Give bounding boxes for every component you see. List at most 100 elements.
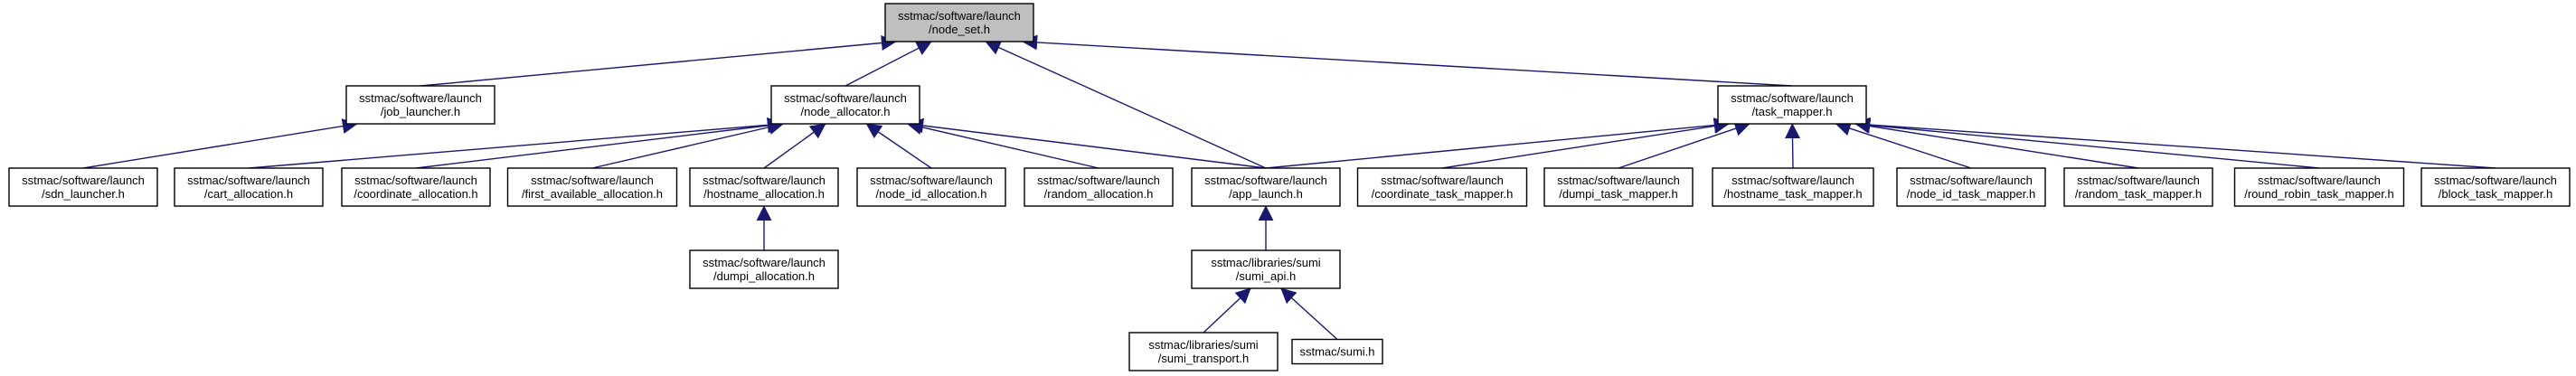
- node-first-available-allocation[interactable]: sstmac/software/launch/first_available_a…: [506, 167, 678, 207]
- node-node-id-task-mapper[interactable]: sstmac/software/launch/node_id_task_mapp…: [1896, 167, 2046, 207]
- edge-hostname_allocation-to-node_allocator: [763, 123, 826, 169]
- node-label-line: /dumpi_allocation.h: [713, 269, 815, 283]
- node-sdn-launcher[interactable]: sstmac/software/launch/sdn_launcher.h: [8, 167, 158, 207]
- node-sumi[interactable]: sstmac/sumi.h: [1291, 338, 1383, 365]
- node-label-line: /coordinate_task_mapper.h: [1372, 187, 1514, 201]
- edge-sumi-to-sumi_api: [1280, 287, 1338, 341]
- edge-node_id_allocation-to-node_allocator: [865, 123, 932, 169]
- node-label-line: sstmac/software/launch: [703, 256, 826, 269]
- node-label-line: /cart_allocation.h: [204, 187, 293, 201]
- edge-node_allocator-to-node_set: [845, 41, 932, 87]
- node-box: [1896, 167, 2046, 207]
- node-label-line: sstmac/software/launch: [187, 174, 310, 187]
- node-label-line: sstmac/software/launch: [898, 9, 1021, 23]
- node-hostname-allocation[interactable]: sstmac/software/launch/hostname_allocati…: [689, 167, 839, 207]
- node-label-line: /block_task_mapper.h: [2439, 187, 2552, 201]
- node-label-line: sstmac/software/launch: [1381, 174, 1504, 187]
- edge-app_launch-to-task_mapper: [1265, 118, 1730, 169]
- node-label-line: /node_id_task_mapper.h: [1907, 187, 2035, 201]
- nodes-layer: sstmac/software/launch/node_set.hsstmac/…: [8, 3, 2571, 371]
- node-box: [1712, 167, 1874, 207]
- node-label-line: sstmac/software/launch: [1557, 174, 1680, 187]
- node-box: [689, 167, 839, 207]
- node-node-id-allocation[interactable]: sstmac/software/launch/node_id_allocatio…: [856, 167, 1006, 207]
- node-label-line: /round_robin_task_mapper.h: [2244, 187, 2394, 201]
- node-box: [341, 167, 491, 207]
- node-label-line: sstmac/software/launch: [1910, 174, 2033, 187]
- edge-random_task_mapper-to-task_mapper: [1854, 118, 2139, 169]
- node-box: [884, 3, 1034, 42]
- node-label-line: sstmac/software/launch: [359, 91, 482, 105]
- edge-random_allocation-to-node_allocator: [906, 119, 1099, 169]
- node-label-line: sstmac/software/launch: [784, 91, 907, 105]
- node-box: [2420, 167, 2571, 207]
- node-box: [689, 249, 839, 289]
- node-node-allocator[interactable]: sstmac/software/launch/node_allocator.h: [770, 85, 920, 125]
- node-job-launcher[interactable]: sstmac/software/launch/job_launcher.h: [345, 85, 495, 125]
- node-label-line: /node_id_allocation.h: [876, 187, 987, 201]
- node-random-allocation[interactable]: sstmac/software/launch/random_allocation…: [1024, 167, 1174, 207]
- node-label-line: /coordinate_allocation.h: [354, 187, 477, 201]
- node-random-task-mapper[interactable]: sstmac/software/launch/random_task_mappe…: [2063, 167, 2213, 207]
- edge-job_launcher-to-node_set: [420, 35, 897, 87]
- node-label-line: sstmac/software/launch: [870, 174, 993, 187]
- edge-hostname_task_mapper-to-task_mapper: [1784, 123, 1800, 169]
- edge-cart_allocation-to-node_allocator: [248, 117, 783, 169]
- node-box: [345, 85, 495, 125]
- node-box: [2233, 167, 2405, 207]
- node-label-line: sstmac/software/launch: [1731, 174, 1854, 187]
- node-label-line: /node_allocator.h: [800, 105, 890, 118]
- edges-layer: [82, 34, 2496, 341]
- node-box: [1717, 85, 1867, 125]
- edge-first_available_allocation-to-node_allocator: [591, 119, 785, 169]
- node-dumpi-allocation[interactable]: sstmac/software/launch/dumpi_allocation.…: [689, 249, 839, 289]
- node-label-line: sstmac/software/launch: [531, 174, 654, 187]
- node-cart-allocation[interactable]: sstmac/software/launch/cart_allocation.h: [174, 167, 324, 207]
- node-label-line: /sumi_transport.h: [1158, 352, 1249, 365]
- node-sumi-api[interactable]: sstmac/libraries/sumi/sumi_api.h: [1191, 249, 1341, 289]
- node-label-line: /first_available_allocation.h: [522, 187, 663, 201]
- node-label-line: sstmac/software/launch: [1731, 91, 1854, 105]
- node-dumpi-task-mapper[interactable]: sstmac/software/launch/dumpi_task_mapper…: [1543, 167, 1694, 207]
- node-label-line: /task_mapper.h: [1752, 105, 1833, 118]
- node-box: [1291, 338, 1383, 365]
- node-label-line: /sumi_api.h: [1236, 269, 1296, 283]
- edge-app_launch-to-node_allocator: [908, 118, 1267, 169]
- edge-coordinate_allocation-to-node_allocator: [415, 118, 783, 169]
- edge-block_task_mapper-to-task_mapper: [1854, 117, 2496, 169]
- node-hostname-task-mapper[interactable]: sstmac/software/launch/hostname_task_map…: [1712, 167, 1874, 207]
- node-box: [174, 167, 324, 207]
- node-label-line: sstmac/software/launch: [2434, 174, 2557, 187]
- node-box: [1191, 167, 1341, 207]
- node-label-line: sstmac/sumi.h: [1299, 345, 1374, 359]
- node-box: [1356, 167, 1528, 207]
- edge-dumpi_task_mapper-to-task_mapper: [1618, 121, 1750, 169]
- edge-task_mapper-to-node_set: [1022, 34, 1793, 87]
- node-block-task-mapper[interactable]: sstmac/software/launch/block_task_mapper…: [2420, 167, 2571, 207]
- node-label-line: sstmac/software/launch: [2258, 174, 2381, 187]
- edge-sumi_transport-to-sumi_api: [1203, 287, 1251, 334]
- node-coordinate-task-mapper[interactable]: sstmac/software/launch/coordinate_task_m…: [1356, 167, 1528, 207]
- node-node-set[interactable]: sstmac/software/launch/node_set.h: [884, 3, 1034, 42]
- node-label-line: /random_task_mapper.h: [2075, 187, 2202, 201]
- node-round-robin-task-mapper[interactable]: sstmac/software/launch/round_robin_task_…: [2233, 167, 2405, 207]
- node-box: [8, 167, 158, 207]
- node-coordinate-allocation[interactable]: sstmac/software/launch/coordinate_alloca…: [341, 167, 491, 207]
- node-sumi-transport[interactable]: sstmac/libraries/sumi/sumi_transport.h: [1128, 332, 1279, 371]
- node-label-line: sstmac/software/launch: [1204, 174, 1327, 187]
- node-box: [2063, 167, 2213, 207]
- node-box: [506, 167, 678, 207]
- node-box: [770, 85, 920, 125]
- node-box: [856, 167, 1006, 207]
- node-app-launch[interactable]: sstmac/software/launch/app_launch.h: [1191, 167, 1341, 207]
- node-box: [1191, 249, 1341, 289]
- node-label-line: /hostname_allocation.h: [703, 187, 825, 201]
- node-box: [1543, 167, 1694, 207]
- edge-round_robin_task_mapper-to-task_mapper: [1854, 118, 2320, 169]
- node-box: [1024, 167, 1174, 207]
- edge-app_launch-to-node_set: [985, 40, 1267, 169]
- node-label-line: /sdn_launcher.h: [42, 187, 125, 201]
- node-box: [1128, 332, 1279, 371]
- node-task-mapper[interactable]: sstmac/software/launch/task_mapper.h: [1717, 85, 1867, 125]
